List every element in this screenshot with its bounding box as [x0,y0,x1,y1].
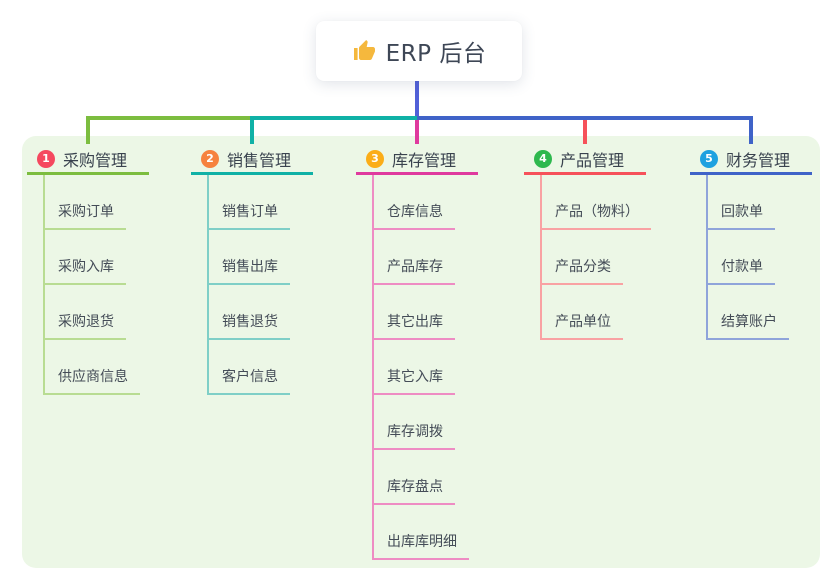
child-connector-line [540,175,542,340]
branch-drop-line [250,116,254,144]
branch-node-2[interactable]: 2 销售管理 [191,146,313,175]
child-node[interactable]: 仓库信息 [372,196,455,230]
child-node[interactable]: 销售订单 [207,196,290,230]
child-node[interactable]: 库存盘点 [372,471,455,505]
branch-horizontal-line [417,116,753,120]
child-node[interactable]: 结算账户 [706,306,789,340]
child-node[interactable]: 供应商信息 [43,361,140,395]
branch-number-badge: 3 [366,150,384,168]
branch-number-badge: 1 [37,150,55,168]
branch-label: 销售管理 [227,151,292,170]
child-node[interactable]: 采购入库 [43,251,126,285]
root-connector-line [415,81,419,120]
child-node[interactable]: 付款单 [706,251,775,285]
child-node[interactable]: 出库库明细 [372,526,469,560]
branch-drop-line [415,116,419,144]
child-node[interactable]: 产品（物料） [540,196,651,230]
branch-number-badge: 4 [534,150,552,168]
branch-label: 财务管理 [726,151,791,170]
branch-label: 产品管理 [560,151,625,170]
branch-number-badge: 2 [201,150,219,168]
branch-node-4[interactable]: 4 产品管理 [524,146,646,175]
child-node[interactable]: 产品单位 [540,306,623,340]
branch-label: 库存管理 [392,151,457,170]
child-node[interactable]: 库存调拨 [372,416,455,450]
child-connector-line [207,175,209,395]
branch-horizontal-line [250,116,419,120]
thumbs-up-icon [353,40,375,60]
branch-number-badge: 5 [700,150,718,168]
child-node[interactable]: 其它出库 [372,306,455,340]
child-node[interactable]: 采购订单 [43,196,126,230]
child-connector-line [372,175,374,560]
branch-node-3[interactable]: 3 库存管理 [356,146,478,175]
branch-drop-line [583,116,587,144]
branch-node-1[interactable]: 1 采购管理 [27,146,149,175]
child-node[interactable]: 产品库存 [372,251,455,285]
child-node[interactable]: 其它入库 [372,361,455,395]
child-node[interactable]: 产品分类 [540,251,623,285]
child-node[interactable]: 销售退货 [207,306,290,340]
child-connector-line [706,175,708,340]
child-node[interactable]: 回款单 [706,196,775,230]
root-title: ERP 后台 [385,41,487,67]
child-node[interactable]: 采购退货 [43,306,126,340]
branch-node-5[interactable]: 5 财务管理 [690,146,812,175]
root-node[interactable]: ERP 后台 [316,21,522,81]
child-node[interactable]: 客户信息 [207,361,290,395]
child-connector-line [43,175,45,395]
branch-drop-line [749,116,753,144]
mindmap-canvas [22,136,820,568]
child-node[interactable]: 销售出库 [207,251,290,285]
branch-drop-line [86,116,90,144]
branch-label: 采购管理 [63,151,128,170]
